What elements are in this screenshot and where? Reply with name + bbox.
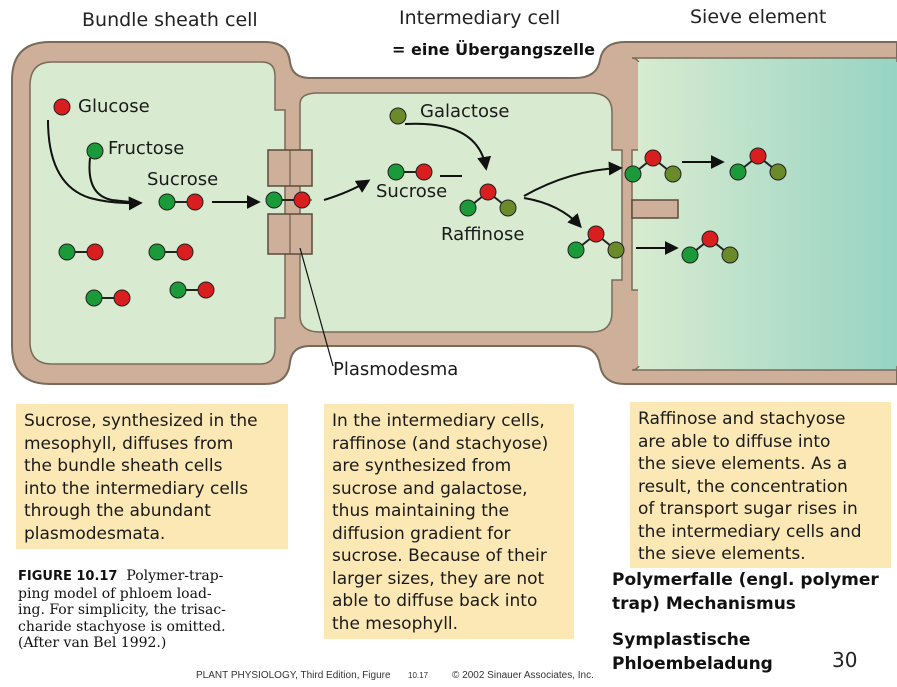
page-number: 30: [832, 648, 858, 672]
figure-caption: FIGURE 10.17 Polymer-trap- ping model of…: [18, 568, 226, 651]
bundle-sheath-cytoplasm: [29, 61, 286, 365]
glucose-label: Glucose: [78, 96, 150, 117]
raffinose-molecule: [459, 183, 517, 217]
sucrose-molecule: [387, 163, 433, 181]
footer-book: PLANT PHYSIOLOGY, Third Edition, Figure: [196, 670, 391, 681]
raffinose-molecule: [624, 149, 682, 183]
raffinose-label: Raffinose: [441, 224, 525, 245]
sucrose-diffusion-arrow-2: [323, 179, 371, 201]
raffinose-molecule: [567, 225, 625, 259]
galactose-arrow: [404, 122, 492, 171]
sucrose-label-intermediary: Sucrose: [376, 181, 448, 202]
intermediary-heading: Intermediary cell: [399, 7, 561, 29]
plasmodesma-label: Plasmodesma: [333, 359, 459, 380]
raffinose-arrow-down: [523, 197, 582, 229]
galactose-label: Galactose: [420, 101, 510, 122]
footer-copyright: © 2002 Sinauer Associates, Inc.: [452, 670, 594, 681]
phloem-loading-diagram: [11, 41, 897, 385]
fructose-molecule: [86, 142, 104, 160]
figure-label: FIGURE 10.17: [18, 569, 118, 584]
intermediary-note: = eine Übergangszelle: [392, 40, 595, 59]
symplastic-loading-note: Symplastische Phloembeladung: [612, 630, 773, 674]
glucose-arrow: [47, 119, 143, 211]
fructose-label: Fructose: [108, 138, 185, 159]
bundle-sheath-heading: Bundle sheath cell: [82, 9, 258, 31]
sieve-element-heading: Sieve element: [690, 6, 827, 28]
intermediary-explanation: In the intermediary cells,raffinose (and…: [324, 404, 574, 639]
raffinose-molecule: [681, 230, 739, 264]
footer-figure-number: 10.17: [408, 671, 429, 680]
sucrose-molecule: [148, 243, 194, 261]
sucrose-molecule: [158, 193, 204, 211]
galactose-molecule: [389, 107, 407, 125]
raffinose-arrow-up: [523, 161, 623, 197]
fructose-arrow: [88, 157, 141, 204]
sucrose-molecule: [169, 281, 215, 299]
sucrose-molecule: [265, 191, 311, 209]
polymer-trap-note: Polymerfalle (engl. polymer trap) Mechan…: [612, 570, 879, 614]
raffinose-molecule: [729, 147, 787, 181]
sucrose-label-bundle-sheath: Sucrose: [147, 169, 219, 190]
sucrose-molecule: [85, 289, 131, 307]
glucose-molecule: [53, 98, 71, 116]
sieve-pore-wall: [631, 199, 679, 219]
sucrose-molecule: [58, 243, 104, 261]
